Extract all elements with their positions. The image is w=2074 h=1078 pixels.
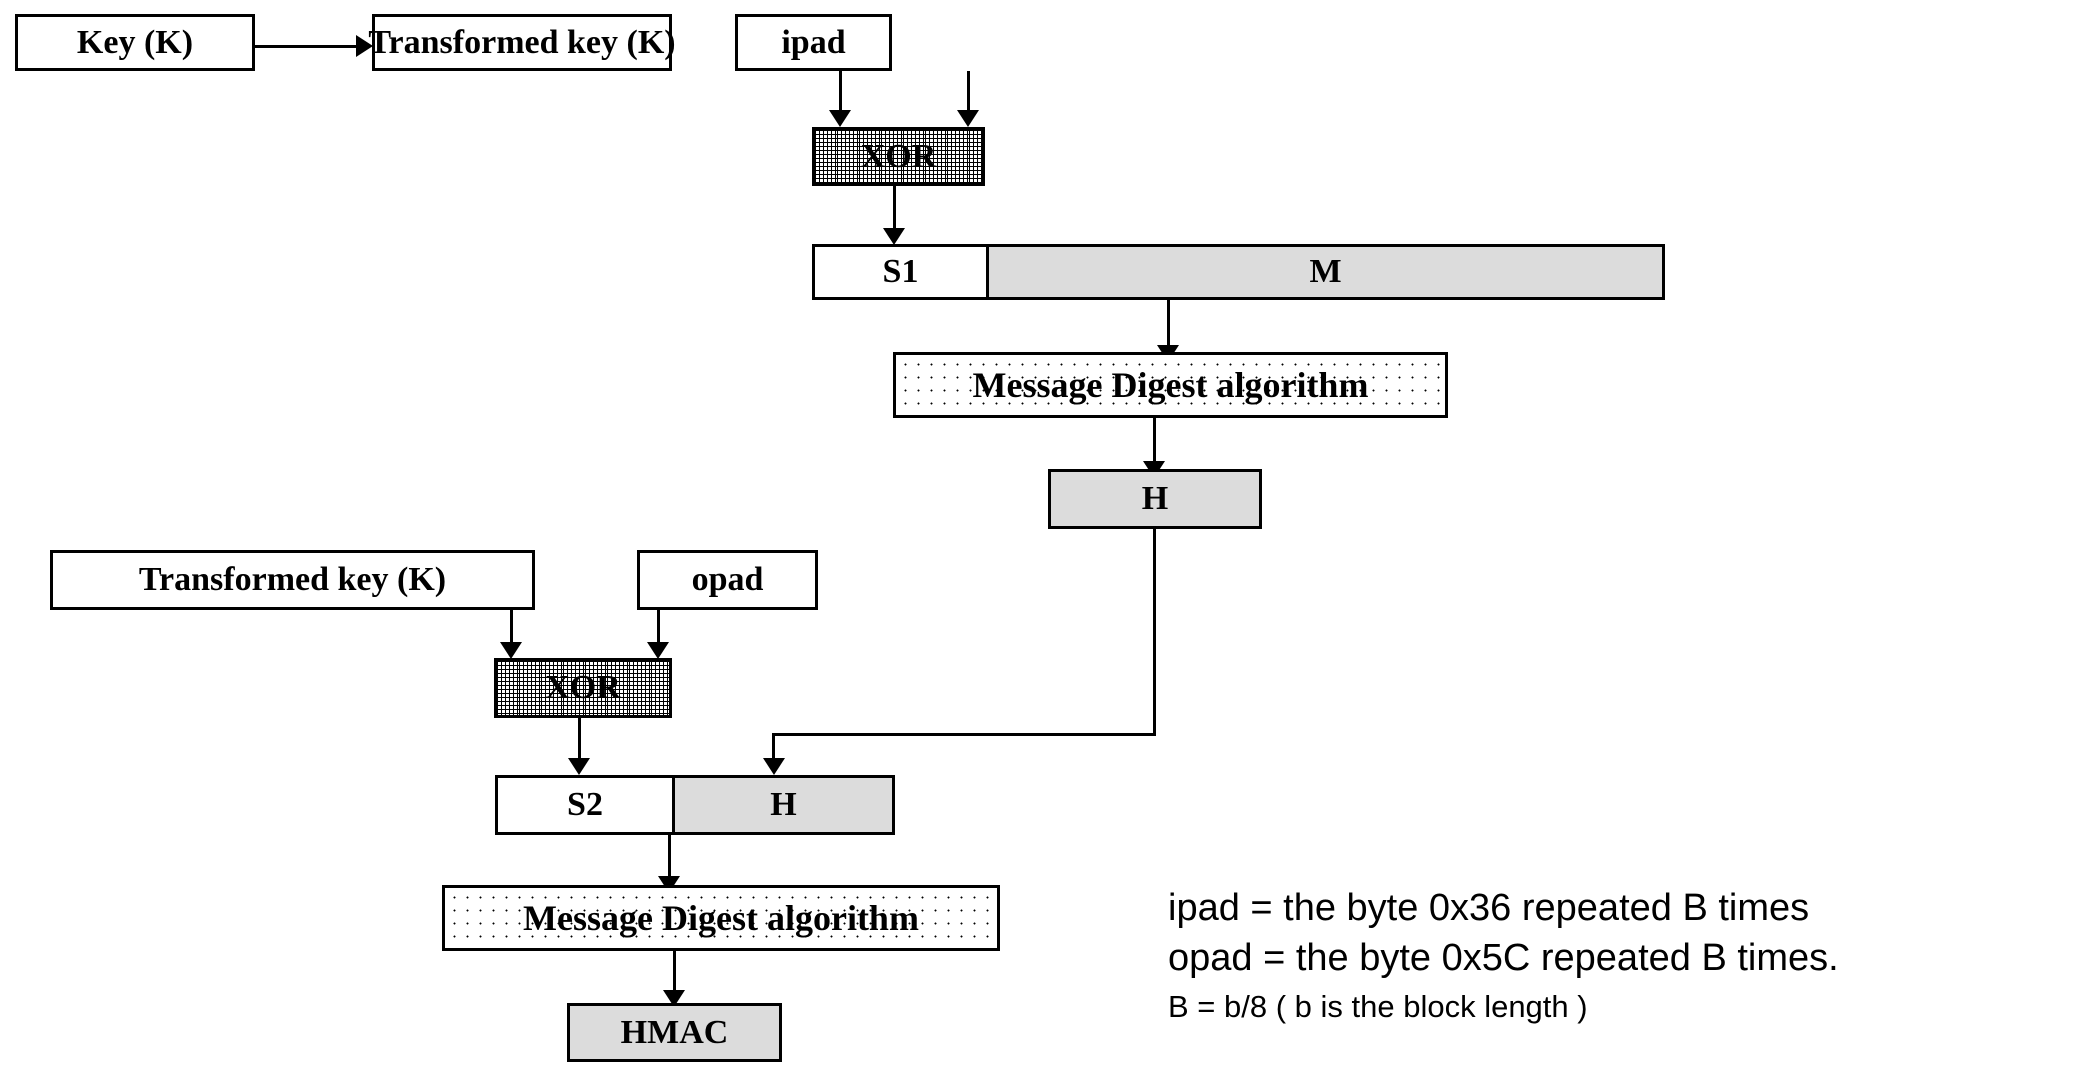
node-message-digest-bottom-label: Message Digest algorithm bbox=[523, 898, 919, 938]
legend: ipad = the byte 0x36 repeated B times op… bbox=[1168, 883, 2048, 1031]
arrowhead-key-to-transformedkey bbox=[356, 35, 373, 57]
connector-s1m-to-digest-top bbox=[1167, 300, 1170, 354]
bar-s1-m: S1 M bbox=[812, 244, 1665, 300]
arrowhead-xor-bottom-to-s2 bbox=[568, 758, 590, 775]
connector-transformedkey-to-xor-top bbox=[839, 71, 842, 114]
arrowhead-h-top-into-bar bbox=[763, 758, 785, 775]
connector-key-to-transformedkey bbox=[255, 45, 360, 48]
node-opad: opad bbox=[637, 550, 818, 610]
node-xor-top-label: XOR bbox=[860, 137, 937, 175]
arrowhead-ipad-to-xor-top bbox=[957, 110, 979, 127]
node-xor-bottom-label: XOR bbox=[545, 669, 621, 706]
node-message-digest-bottom: Message Digest algorithm bbox=[442, 885, 1000, 951]
node-message-digest-top-label: Message Digest algorithm bbox=[972, 365, 1369, 405]
node-key-label: Key (K) bbox=[76, 23, 194, 61]
bar-segment-s2: S2 bbox=[498, 778, 672, 832]
node-transformed-key-top-label: Transformed key (K) bbox=[368, 23, 676, 61]
connector-h-top-left bbox=[772, 733, 1156, 736]
arrowhead-xor-top-to-s1 bbox=[883, 228, 905, 245]
arrowhead-transformedkey-bottom-to-xor bbox=[500, 642, 522, 659]
node-h-top: H bbox=[1048, 469, 1262, 529]
node-opad-label: opad bbox=[691, 561, 764, 598]
node-ipad-label: ipad bbox=[781, 23, 846, 61]
node-transformed-key-bottom-label: Transformed key (K) bbox=[138, 561, 447, 598]
node-hmac: HMAC bbox=[567, 1003, 782, 1062]
connector-h-top-down bbox=[1153, 529, 1156, 736]
bar-segment-s1-label: S1 bbox=[882, 253, 919, 290]
connector-xor-top-to-s1 bbox=[893, 186, 896, 232]
bar-s2-h: S2 H bbox=[495, 775, 895, 835]
connector-h-top-into-bar bbox=[772, 733, 775, 765]
connector-digest-top-to-h-top bbox=[1153, 418, 1156, 472]
legend-line-blocklength: B = b/8 ( b is the block length ) bbox=[1168, 989, 1588, 1024]
node-transformed-key-top: Transformed key (K) bbox=[368, 14, 676, 71]
bar-segment-h-bottom-label: H bbox=[770, 786, 797, 823]
connector-opad-to-xor bbox=[657, 610, 660, 648]
arrowhead-digest-bottom-to-hmac bbox=[663, 990, 685, 1007]
node-ipad: ipad bbox=[735, 14, 892, 71]
node-xor-top: XOR bbox=[812, 127, 985, 186]
bar-segment-m-label: M bbox=[1309, 253, 1342, 290]
legend-line-opad: opad = the byte 0x5C repeated B times. bbox=[1168, 937, 1839, 979]
connector-digest-bottom-to-hmac bbox=[673, 951, 676, 997]
connector-transformedkey-bottom-to-xor bbox=[510, 610, 513, 648]
connector-ipad-to-xor-top bbox=[967, 71, 970, 114]
node-key: Key (K) bbox=[15, 14, 255, 71]
node-xor-bottom: XOR bbox=[494, 658, 672, 718]
node-h-top-label: H bbox=[1141, 480, 1169, 517]
bar-segment-s1: S1 bbox=[815, 247, 986, 297]
node-hmac-label: HMAC bbox=[620, 1013, 729, 1051]
arrowhead-transformedkey-to-xor-top bbox=[829, 110, 851, 127]
arrowhead-opad-to-xor bbox=[647, 642, 669, 659]
bar-segment-m: M bbox=[986, 247, 1662, 297]
connector-s2h-to-digest-bottom bbox=[668, 835, 671, 887]
legend-line-ipad: ipad = the byte 0x36 repeated B times bbox=[1168, 887, 1810, 929]
bar-segment-h-bottom: H bbox=[672, 778, 892, 832]
bar-segment-s2-label: S2 bbox=[567, 786, 603, 823]
node-transformed-key-bottom: Transformed key (K) bbox=[50, 550, 535, 610]
connector-xor-bottom-to-s2 bbox=[578, 718, 581, 763]
node-message-digest-top: Message Digest algorithm bbox=[893, 352, 1448, 418]
